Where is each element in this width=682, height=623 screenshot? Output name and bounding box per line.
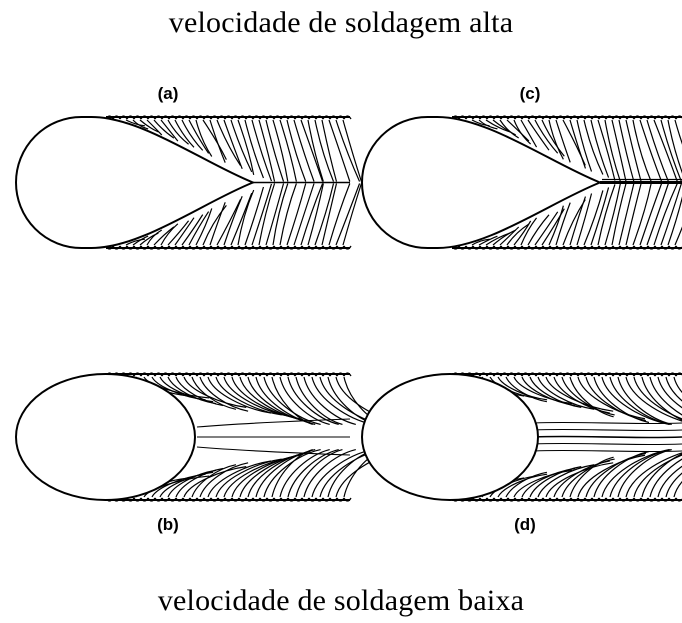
weld-pool-outline xyxy=(362,117,600,248)
panel-a: (a) xyxy=(16,84,361,249)
weld-pool-outline xyxy=(362,374,538,500)
columnar-grain xyxy=(668,184,682,246)
columnar-grain xyxy=(675,120,682,182)
columnar-grain xyxy=(280,120,296,182)
axial-grain xyxy=(534,429,682,430)
columnar-grain xyxy=(549,120,563,159)
columnar-grain xyxy=(633,120,651,182)
panel-label: (c) xyxy=(520,84,541,103)
columnar-grain xyxy=(535,120,558,153)
curved-grain xyxy=(197,447,350,455)
columnar-grain xyxy=(336,184,360,246)
columnar-grain xyxy=(301,120,323,182)
columnar-grain xyxy=(280,184,296,246)
panel-c: (c) xyxy=(362,84,682,249)
columnar-grain xyxy=(308,184,323,246)
panel-label: (b) xyxy=(157,515,179,534)
weld-pool-outline xyxy=(16,117,253,248)
curved-grain xyxy=(634,377,682,424)
curved-grain xyxy=(634,450,682,497)
panel-d: (d) xyxy=(362,373,682,534)
curved-grain xyxy=(554,461,610,497)
columnar-grain xyxy=(231,193,252,245)
columnar-grain xyxy=(210,120,225,163)
columnar-grain xyxy=(217,120,241,166)
panel-label: (a) xyxy=(158,84,179,103)
columnar-grain xyxy=(343,120,361,182)
columnar-grain xyxy=(549,206,563,245)
columnar-grain xyxy=(528,120,549,150)
axial-grain xyxy=(534,450,682,451)
columnar-grain xyxy=(633,184,651,246)
axial-grain xyxy=(534,436,682,437)
columnar-grain xyxy=(570,197,585,245)
columnar-grain xyxy=(640,120,662,182)
columnar-grain xyxy=(619,120,634,182)
columnar-grain xyxy=(287,184,306,246)
columnar-grain xyxy=(203,205,226,245)
columnar-grain xyxy=(619,184,634,246)
columnar-grain xyxy=(612,120,626,182)
columnar-grain xyxy=(196,208,212,245)
columnar-grain xyxy=(322,184,336,246)
columnar-grain xyxy=(661,120,681,182)
caption-low-speed: velocidade de soldagem baixa xyxy=(0,584,682,618)
curved-grain xyxy=(554,377,610,413)
panel-label: (d) xyxy=(514,515,536,534)
columnar-grain xyxy=(238,190,254,245)
columnar-grain xyxy=(322,120,336,182)
curved-grain xyxy=(197,419,350,427)
axial-grain xyxy=(534,443,682,444)
weld-pool-outline xyxy=(16,374,195,500)
panel-b: (b) xyxy=(16,373,405,534)
columnar-grain xyxy=(521,218,537,245)
columnar-grain xyxy=(626,120,641,182)
columnar-grain xyxy=(217,199,241,245)
columnar-grain xyxy=(196,120,212,157)
columnar-grain xyxy=(556,120,570,162)
columnar-grain xyxy=(203,120,226,160)
columnar-grain xyxy=(626,184,641,246)
